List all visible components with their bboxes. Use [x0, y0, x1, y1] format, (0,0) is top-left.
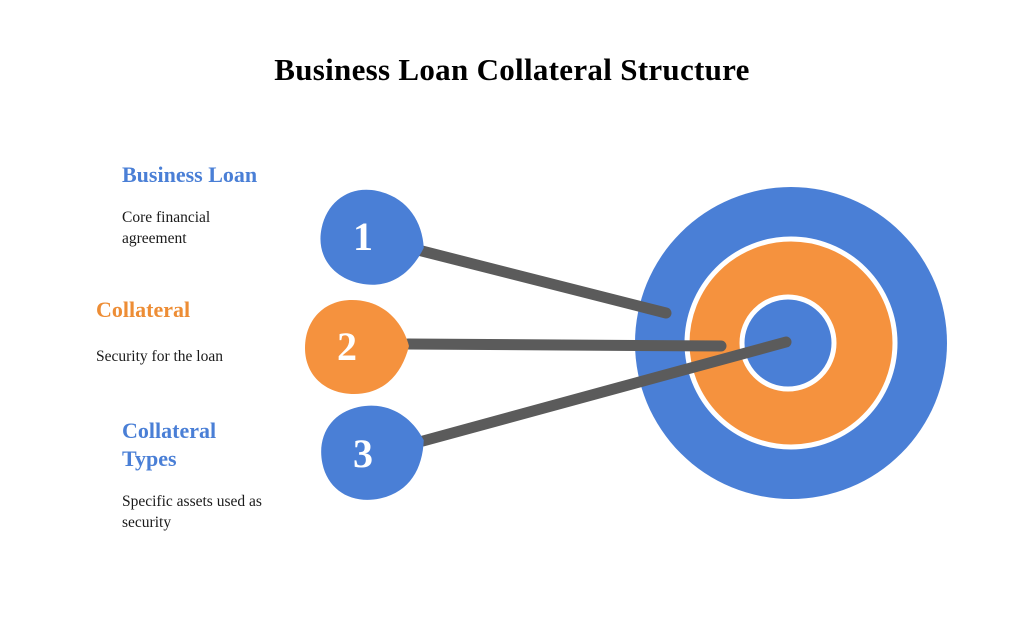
connector-lines: [402, 244, 792, 447]
marker-2-number: 2: [337, 324, 357, 369]
item-1-heading: Business Loan: [122, 162, 258, 187]
item-2-heading: Collateral: [96, 297, 191, 322]
teardrop-2-icon: [305, 300, 409, 394]
marker-1-number: 1: [353, 214, 373, 259]
item-3-heading: Collateral Types: [122, 418, 217, 471]
teardrop-1-icon: [320, 189, 424, 285]
marker-3-number: 3: [353, 431, 373, 476]
connector-line-1: [412, 244, 672, 319]
item-2-description: Security for the loan: [96, 348, 223, 365]
marker-1: 1: [320, 189, 424, 285]
item-3-description: Specific assets used as security: [122, 493, 262, 532]
connector-line-3: [417, 336, 792, 447]
teardrop-3-icon: [321, 405, 424, 500]
connector-line-2: [402, 338, 727, 352]
item-1-description: Core financial agreement: [122, 209, 211, 248]
marker-2: 2: [305, 300, 409, 394]
marker-3: 3: [321, 405, 424, 500]
page-title: Business Loan Collateral Structure: [274, 52, 750, 87]
